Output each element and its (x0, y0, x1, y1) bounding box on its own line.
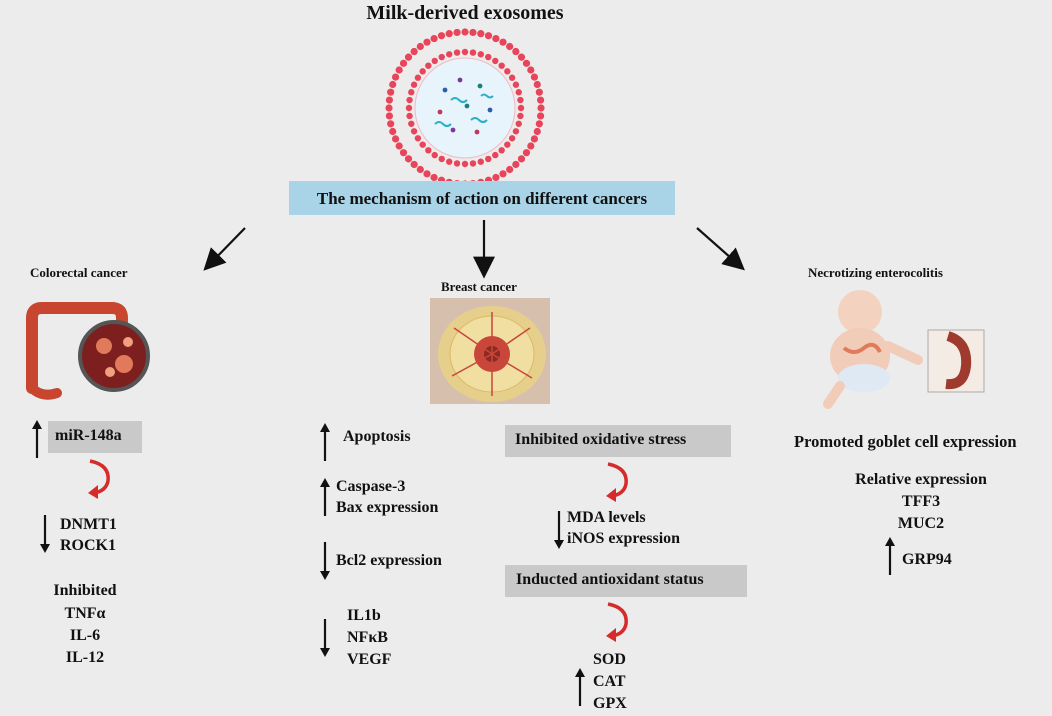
sod-label: SOD (593, 651, 626, 668)
down-arrow-icon (554, 511, 564, 549)
down-arrow-icon (320, 542, 330, 580)
mda-label: MDA levels (567, 509, 646, 526)
inhibited-item-1: TNFα (64, 605, 106, 622)
breast-heading: Breast cancer (441, 279, 517, 294)
tff3-label: TFF3 (901, 493, 941, 510)
gpx-label: GPX (593, 695, 627, 712)
arrow-to-nec (696, 227, 745, 271)
up-arrow-icon (885, 537, 895, 575)
il1b-label: IL1b (347, 607, 381, 624)
down-arrow-icon (40, 515, 50, 553)
inhibited-item-3: IL-12 (65, 649, 105, 666)
mechanism-box (289, 181, 675, 215)
up-arrow-icon (320, 423, 330, 461)
inhibited-label: Inhibited (53, 582, 117, 599)
antioxidant-box (505, 565, 747, 597)
colorectal-down-1: DNMT1 (60, 516, 117, 533)
mir-label: miR-148a (55, 427, 122, 444)
mir-box (48, 421, 142, 453)
caspase-label: Caspase-3 (336, 478, 406, 495)
up-arrow-icon (575, 668, 585, 706)
oxidative-label: Inhibited oxidative stress (515, 431, 687, 448)
goblet-label: Promoted goblet cell expression (794, 432, 1017, 451)
bax-label: Bax expression (336, 499, 439, 516)
cat-label: CAT (593, 673, 626, 690)
down-arrow-icon (320, 619, 330, 657)
vegf-label: VEGF (347, 651, 392, 668)
antioxidant-label: Inducted antioxidant status (516, 571, 704, 588)
arrow-to-colorectal (203, 227, 246, 271)
oxidative-box (505, 425, 731, 457)
up-arrow-icon (32, 420, 42, 458)
nfkb-label: NFκB (347, 629, 388, 646)
relative-label: Relative expression (855, 471, 987, 488)
nec-heading: Necrotizing enterocolitis (808, 265, 943, 280)
curved-red-arrow-icon (606, 602, 628, 642)
muc2-label: MUC2 (897, 515, 945, 532)
up-arrow-icon (320, 478, 330, 516)
grp94-label: GRP94 (902, 551, 952, 568)
breast-illustration (430, 298, 550, 404)
bcl2-label: Bcl2 expression (336, 552, 442, 569)
branch-arrows (203, 220, 745, 279)
apoptosis-label: Apoptosis (343, 428, 411, 445)
inos-label: iNOS expression (567, 530, 681, 547)
colon-illustration (26, 302, 150, 400)
mechanism-label: The mechanism of action on different can… (316, 189, 648, 208)
colorectal-heading: Colorectal cancer (30, 265, 128, 280)
colorectal-down-2: ROCK1 (60, 537, 116, 554)
inhibited-item-2: IL-6 (69, 627, 101, 644)
curved-red-arrow-icon (606, 462, 628, 502)
figure-title: Milk-derived exosomes (366, 2, 564, 24)
infant-illustration (823, 290, 985, 409)
curved-red-arrow-icon (88, 459, 110, 499)
